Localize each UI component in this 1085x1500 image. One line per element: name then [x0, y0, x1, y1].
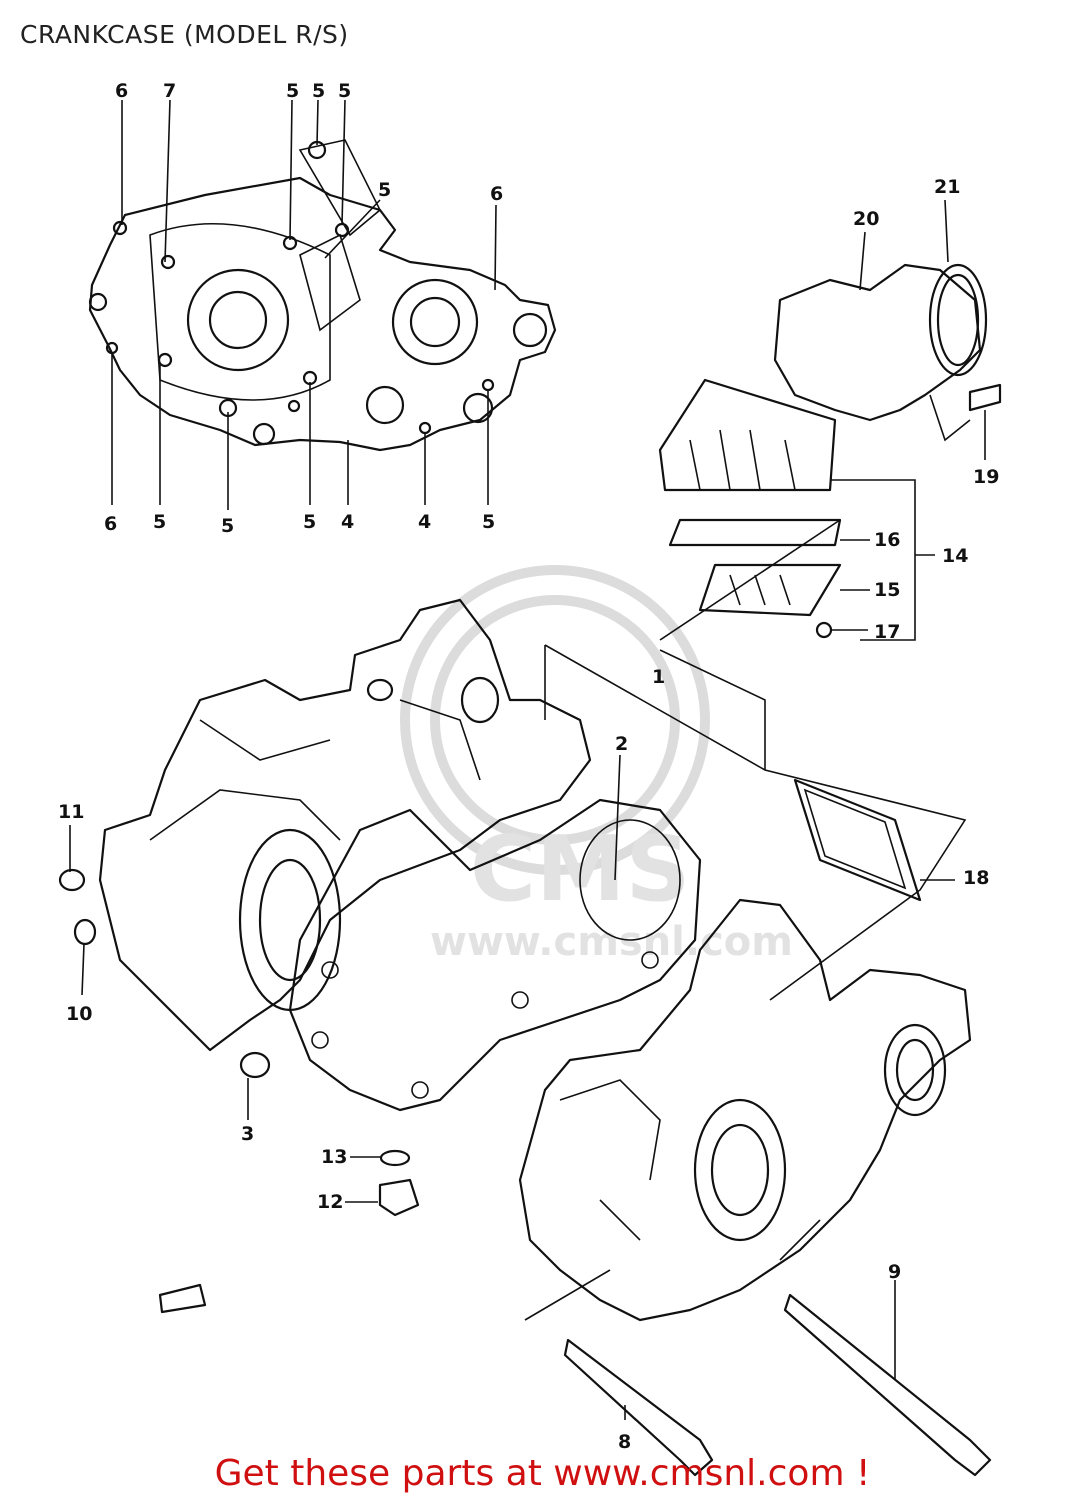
callout-19: 19	[973, 466, 999, 488]
callout-5-top-a: 5	[286, 80, 299, 102]
callout-6-top-left: 6	[115, 80, 128, 102]
crankcase-half-right	[518, 778, 972, 1322]
callout-8: 8	[618, 1431, 631, 1453]
callout-3: 3	[241, 1123, 254, 1145]
callout-9: 9	[888, 1261, 901, 1283]
callout-12: 12	[317, 1191, 343, 1213]
callout-5-mid: 5	[378, 179, 391, 201]
reed-gasket-16	[668, 518, 842, 547]
callout-16: 16	[874, 529, 900, 551]
crankcase-half-top-view	[88, 139, 557, 452]
callout-5-bottom-c: 5	[303, 511, 316, 533]
callout-14: 14	[942, 545, 968, 567]
callout-6-top-right: 6	[490, 183, 503, 205]
page-title: CRANKCASE (MODEL R/S)	[20, 20, 349, 49]
leader-lines	[69, 99, 986, 1420]
reed-screw-17	[815, 621, 833, 639]
bearing-10	[73, 918, 97, 946]
bolt-8	[563, 1338, 714, 1477]
callout-21: 21	[934, 176, 960, 198]
assembly-outline-4	[524, 1269, 611, 1321]
dowel-pin-3	[239, 1051, 271, 1079]
callout-17: 17	[874, 621, 900, 643]
callout-13: 13	[321, 1146, 347, 1168]
callout-5-bottom-b: 5	[221, 515, 234, 537]
callout-20: 20	[853, 208, 879, 230]
callout-1: 1	[652, 666, 665, 688]
crankcase-gasket-2	[288, 798, 702, 1112]
callout-numbers: 6 7 5 5 5 5 6 6 5 5 5 4 4 5 20 21 19 16 …	[58, 80, 999, 1453]
gasket-washer-13	[379, 1149, 411, 1167]
callout-10: 10	[66, 1003, 92, 1025]
watermark-url-text: www.cmsnl.com	[430, 919, 793, 965]
drain-plug-12	[378, 1178, 420, 1217]
callout-5-top-b: 5	[312, 80, 325, 102]
assembly-outline-3	[659, 649, 766, 770]
mark-symbol	[158, 1283, 207, 1314]
cms-watermark-logo: CMS www.cmsnl.com	[400, 565, 793, 965]
clamp-screw-19	[968, 383, 1002, 412]
callout-7: 7	[163, 80, 176, 102]
oil-seal-11	[58, 868, 86, 892]
get-parts-link[interactable]: Get these parts at www.cmsnl.com !	[214, 1453, 871, 1494]
fasteners	[158, 1149, 992, 1477]
assembly-outline	[544, 644, 967, 1001]
bolt-9	[783, 1293, 992, 1477]
callout-11: 11	[58, 801, 84, 823]
intake-gasket-18	[793, 778, 922, 902]
callout-18: 18	[963, 867, 989, 889]
reed-plate-15	[698, 563, 842, 617]
callout-5-bottom-a: 5	[153, 511, 166, 533]
callout-4-a: 4	[341, 511, 354, 533]
reed-valve-assembly	[658, 263, 1002, 641]
callout-5-top-c: 5	[338, 80, 351, 102]
callout-4-b: 4	[418, 511, 431, 533]
callout-2: 2	[615, 733, 628, 755]
callout-6-bottom: 6	[104, 513, 117, 535]
callout-15: 15	[874, 579, 900, 601]
callout-5-bottom-d: 5	[482, 511, 495, 533]
